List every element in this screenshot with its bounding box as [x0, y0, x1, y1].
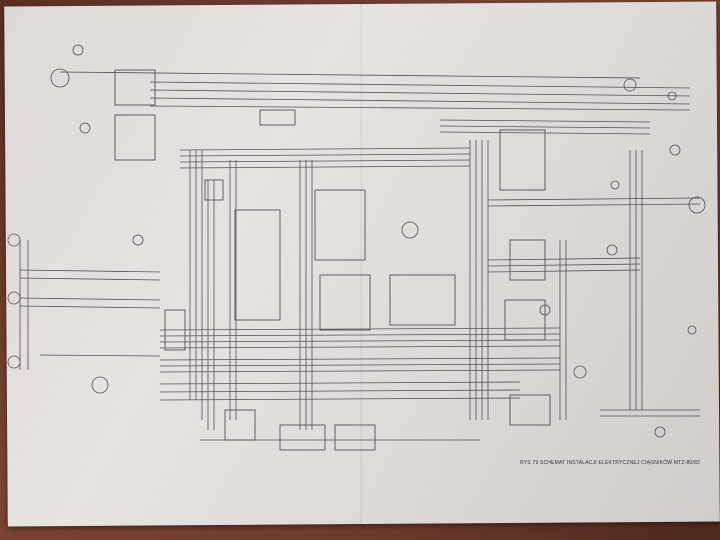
central-harness [189, 140, 643, 430]
left-wire-bundle [19, 240, 161, 370]
component-blocks [114, 69, 551, 451]
paper-fold [360, 4, 362, 524]
horizontal-harness [159, 119, 701, 441]
round-components [7, 44, 706, 438]
top-wire-bundle [59, 71, 691, 111]
diagram-caption: RYS 79 SCHEMAT INSTALACJI ELEKTRYCZNEJ C… [520, 460, 701, 466]
